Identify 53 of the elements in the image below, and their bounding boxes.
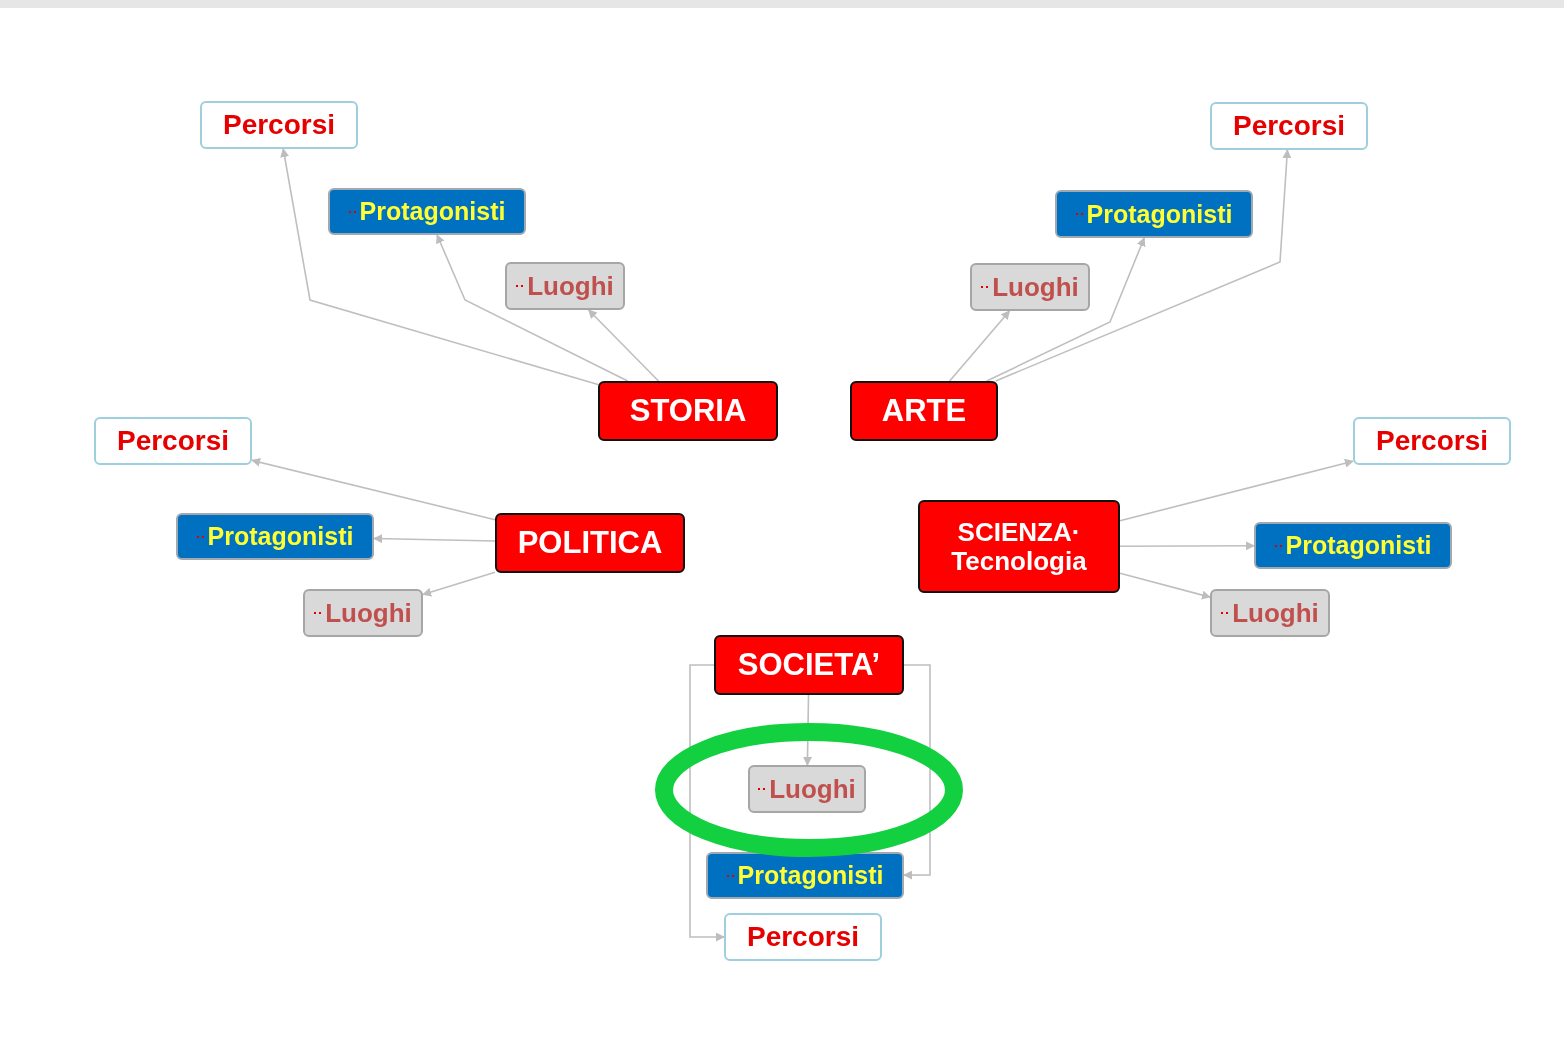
arrow [1119,458,1354,522]
arrow [280,148,599,386]
topic-box [918,500,1120,593]
person-box [328,188,526,235]
person-box [1055,190,1253,238]
node-label: Protagonisti [1285,531,1432,560]
arrow [689,664,725,942]
place-box [748,765,866,813]
node-label: Protagonisti [737,861,884,890]
place-box [505,262,625,310]
path-box [94,417,252,465]
topic-box [598,381,778,441]
arrow [251,457,496,521]
arrow [985,237,1146,382]
person-box [176,513,374,560]
node-label: Luoghi [769,773,856,805]
node-label: POLITICA [517,525,663,561]
path-box [724,913,882,961]
topic-box [714,635,904,695]
node-label: ARTE [881,393,967,429]
node-label: Luoghi [1232,597,1319,629]
arrow [373,534,496,544]
node-label: Luoghi [325,597,412,629]
arrow [948,310,1011,382]
arrow [436,234,629,382]
node-label: Luoghi [992,271,1079,303]
topic-box [495,513,685,573]
place-box [1210,589,1330,637]
node-label: Percorsi [1375,425,1489,457]
arrow [422,571,496,597]
node-label: Protagonisti [207,522,354,551]
arrow [994,149,1292,382]
node-label: Percorsi [1232,110,1346,142]
node-label: Protagonisti [1086,199,1233,229]
person-box [706,852,904,899]
topic-box [850,381,998,441]
arrow [1119,541,1255,551]
node-label: SOCIETA’ [737,647,881,683]
node-label: Percorsi [222,109,336,141]
path-box [200,101,358,149]
node-label: Percorsi [746,921,860,953]
person-box [1254,522,1452,569]
node-label: Luoghi [527,270,614,302]
arrow [1119,572,1211,600]
place-box [303,589,423,637]
place-box [970,263,1090,311]
arrow [587,309,660,382]
node-label: Protagonisti [359,197,506,226]
node-label: SCIENZA· Tecnologia [950,517,1088,576]
path-box [1210,102,1368,150]
node-label: Percorsi [116,425,230,457]
path-box [1353,417,1511,465]
node-label: STORIA [629,393,747,429]
